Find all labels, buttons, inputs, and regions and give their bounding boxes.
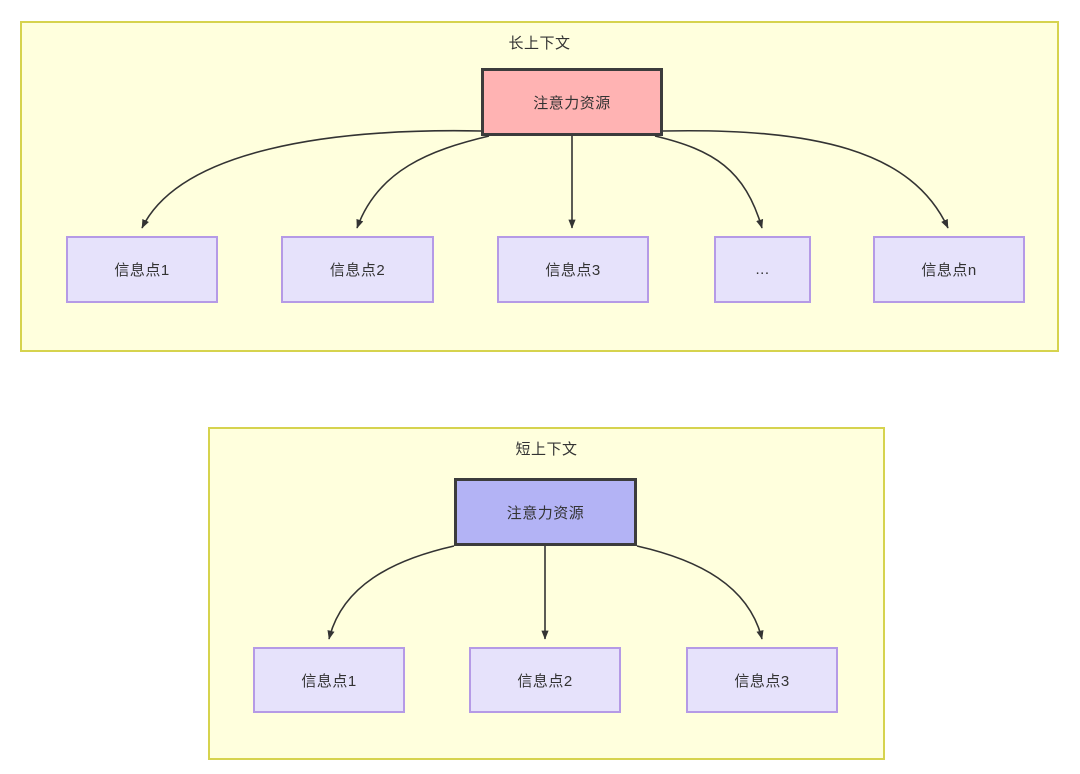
node-long-info-point-3[interactable]: 信息点3 bbox=[497, 236, 649, 303]
node-short-info-point-1[interactable]: 信息点1 bbox=[253, 647, 405, 713]
node-short-info-point-2[interactable]: 信息点2 bbox=[469, 647, 621, 713]
node-long-info-point-2[interactable]: 信息点2 bbox=[281, 236, 434, 303]
node-long-info-point-n[interactable]: 信息点n bbox=[873, 236, 1025, 303]
node-short-info-point-3[interactable]: 信息点3 bbox=[686, 647, 838, 713]
node-long-info-point-ellipsis[interactable]: ... bbox=[714, 236, 811, 303]
node-long-info-point-1[interactable]: 信息点1 bbox=[66, 236, 218, 303]
node-short-attention-resource[interactable]: 注意力资源 bbox=[454, 478, 637, 546]
node-long-attention-resource[interactable]: 注意力资源 bbox=[481, 68, 663, 136]
container-short-context-title: 短上下文 bbox=[515, 441, 578, 458]
container-long-context-title: 长上下文 bbox=[508, 35, 571, 52]
